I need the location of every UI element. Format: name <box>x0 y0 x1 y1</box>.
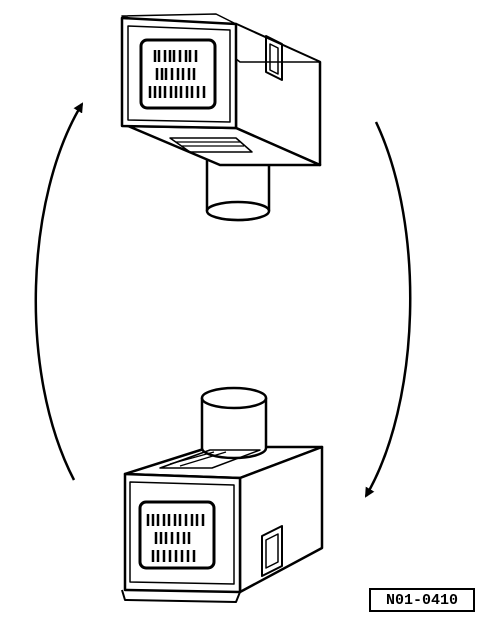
lower-cylinder-connector <box>200 386 268 460</box>
lower-side-tab <box>261 525 283 577</box>
sensor-module-upright <box>120 13 322 222</box>
rotate-arrow-up <box>34 102 84 481</box>
lower-front-face <box>123 472 242 594</box>
rotate-arrow-down <box>364 121 412 498</box>
lower-barcode-lines <box>146 514 205 562</box>
sensor-module-inverted <box>121 386 324 603</box>
lower-slot <box>159 449 261 469</box>
upper-slot <box>169 137 253 153</box>
upper-side-tab <box>265 35 283 81</box>
upper-barcode-lines <box>148 50 206 98</box>
lower-barcode-label <box>138 500 216 570</box>
upper-barcode-label <box>139 38 217 110</box>
figure-reference-code: N01-0410 <box>369 588 475 612</box>
upper-cylinder-connector <box>205 160 271 222</box>
